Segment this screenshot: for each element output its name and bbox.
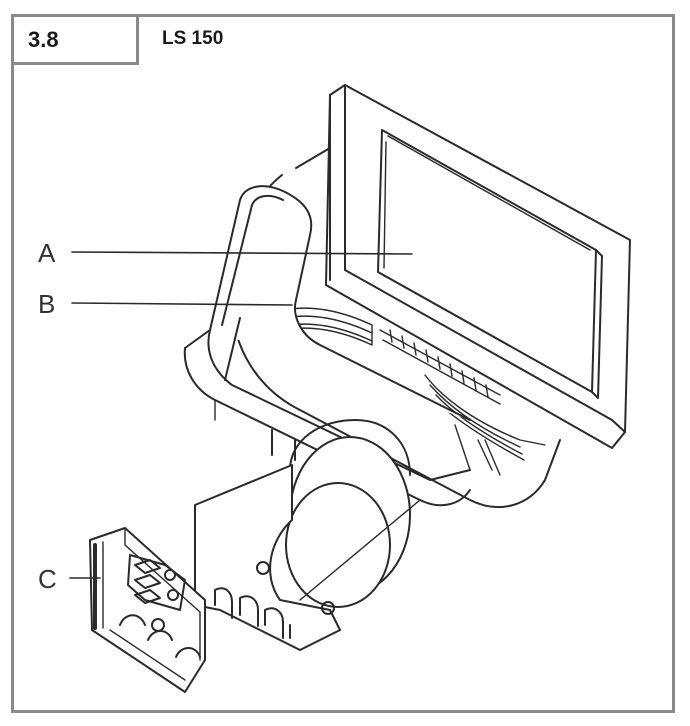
figure-title: LS 150 bbox=[162, 28, 224, 49]
callout-leaders bbox=[69, 251, 413, 579]
callout-label-c: C bbox=[38, 564, 57, 594]
figure-frame bbox=[11, 14, 675, 713]
figure-number-box: 3.8 bbox=[11, 14, 139, 65]
lamp-front-panel bbox=[325, 84, 631, 449]
leader-line-b bbox=[71, 302, 293, 306]
junction-box bbox=[89, 527, 206, 693]
callout-label-b: B bbox=[38, 289, 56, 319]
callout-label-a: A bbox=[38, 238, 56, 268]
leader-line-a bbox=[71, 251, 413, 255]
swivel-joint bbox=[285, 419, 421, 608]
mounting-bracket-arm bbox=[183, 185, 471, 507]
cooling-fins bbox=[284, 307, 546, 476]
figure-number: 3.8 bbox=[28, 26, 59, 52]
wall-mounting-plate bbox=[194, 464, 341, 651]
